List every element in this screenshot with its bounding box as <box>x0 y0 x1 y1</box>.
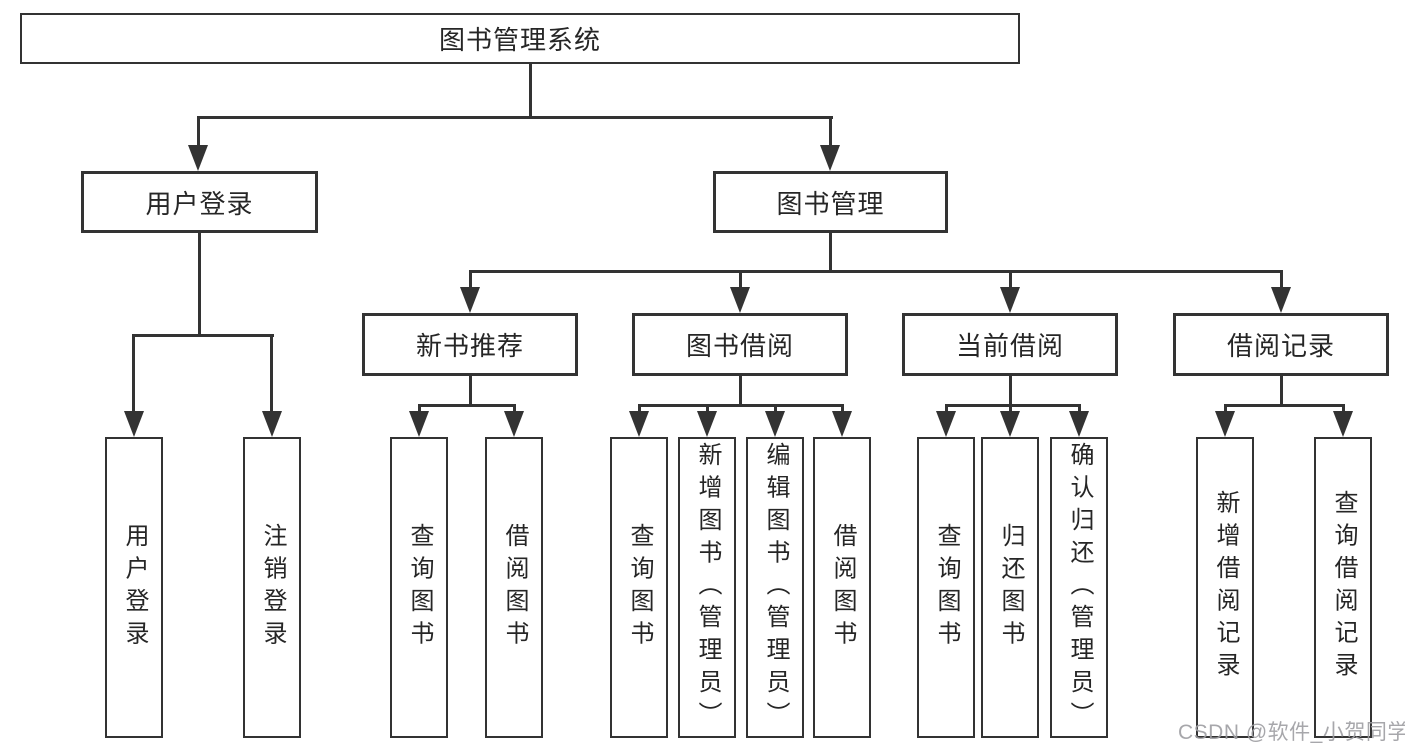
leaf-return-books: 归还图书 <box>981 437 1039 738</box>
connector-vline <box>197 116 200 148</box>
connector-hline <box>1224 404 1345 407</box>
connector-vline <box>418 404 421 414</box>
arrowhead-down <box>409 411 429 437</box>
leaf-label: 确认归还（管理员） <box>1066 441 1093 734</box>
arrowhead-down <box>504 411 524 437</box>
arrowhead-down <box>1271 287 1291 313</box>
connector-vline <box>1078 404 1081 414</box>
connector-vline <box>945 404 948 414</box>
arrowhead-down <box>124 411 144 437</box>
leaf-label: 借阅图书 <box>501 522 528 653</box>
arrowhead-down <box>1069 411 1089 437</box>
node-label: 新书推荐 <box>415 331 524 361</box>
connector-vline <box>1009 376 1012 406</box>
node-label: 借阅记录 <box>1226 331 1335 361</box>
leaf-borrowing-borrow-books: 借阅图书 <box>813 437 871 738</box>
leaf-label: 归还图书 <box>997 522 1024 653</box>
leaf-add-books-admin: 新增图书（管理员） <box>678 437 736 738</box>
connector-vline <box>829 233 832 272</box>
connector-hline <box>469 270 1282 273</box>
node-root: 图书管理系统 <box>20 13 1020 64</box>
node-label: 当前借阅 <box>955 331 1064 361</box>
connector-vline <box>841 404 844 414</box>
leaf-label: 查询借阅记录 <box>1330 490 1357 685</box>
leaf-label: 新增借阅记录 <box>1212 490 1239 685</box>
connector-vline <box>132 334 135 414</box>
arrowhead-down <box>262 411 282 437</box>
leaf-label: 新增图书（管理员） <box>694 441 721 734</box>
node-label: 图书管理 <box>776 188 885 219</box>
node-current-borrowing: 当前借阅 <box>902 313 1118 376</box>
connector-vline <box>529 64 532 118</box>
connector-vline <box>739 376 742 406</box>
leaf-label: 注销登录 <box>259 522 286 653</box>
leaf-label: 查询图书 <box>406 522 433 653</box>
arrowhead-down <box>188 145 208 171</box>
connector-hline <box>418 404 516 407</box>
node-label: 图书借阅 <box>685 331 794 361</box>
arrowhead-down <box>936 411 956 437</box>
connector-vline <box>1342 404 1345 414</box>
arrowhead-down <box>765 411 785 437</box>
arrowhead-down <box>1333 411 1353 437</box>
arrowhead-down <box>1000 411 1020 437</box>
leaf-add-borrow-record: 新增借阅记录 <box>1196 437 1254 738</box>
leaf-user-login: 用户登录 <box>105 437 163 738</box>
leaf-label: 查询图书 <box>626 522 653 653</box>
node-book-borrowing: 图书借阅 <box>632 313 848 376</box>
connector-vline <box>829 116 832 148</box>
leaf-edit-books-admin: 编辑图书（管理员） <box>746 437 804 738</box>
connector-vline <box>1224 404 1227 414</box>
connector-vline <box>638 404 641 414</box>
node-borrowing-records: 借阅记录 <box>1173 313 1389 376</box>
leaf-label: 编辑图书（管理员） <box>762 441 789 734</box>
arrowhead-down <box>460 287 480 313</box>
node-label: 用户登录 <box>145 188 254 219</box>
node-book-management: 图书管理 <box>713 171 948 233</box>
leaf-recommend-query-books: 查询图书 <box>390 437 448 738</box>
connector-vline <box>739 270 742 292</box>
connector-vline <box>1280 376 1283 406</box>
connector-vline <box>469 270 472 292</box>
leaf-recommend-borrow-books: 借阅图书 <box>485 437 543 738</box>
connector-vline <box>1009 404 1012 414</box>
arrowhead-down <box>730 287 750 313</box>
leaf-logout: 注销登录 <box>243 437 301 738</box>
connector-vline <box>198 233 201 336</box>
connector-vline <box>469 376 472 406</box>
connector-vline <box>774 404 777 414</box>
node-user-login: 用户登录 <box>81 171 318 233</box>
connector-vline <box>513 404 516 414</box>
connector-hline <box>132 334 274 337</box>
leaf-current-query-books: 查询图书 <box>917 437 975 738</box>
leaf-label: 用户登录 <box>121 522 148 653</box>
leaf-confirm-return-admin: 确认归还（管理员） <box>1050 437 1108 738</box>
connector-hline <box>197 116 833 119</box>
node-new-book-recommendation: 新书推荐 <box>362 313 578 376</box>
arrowhead-down <box>820 145 840 171</box>
connector-vline <box>1280 270 1283 292</box>
arrowhead-down <box>697 411 717 437</box>
arrowhead-down <box>832 411 852 437</box>
leaf-label: 查询图书 <box>933 522 960 653</box>
connector-vline <box>1009 270 1012 292</box>
connector-hline <box>638 404 844 407</box>
arrowhead-down <box>1215 411 1235 437</box>
connector-hline <box>945 404 1081 407</box>
arrowhead-down <box>1000 287 1020 313</box>
leaf-query-borrow-record: 查询借阅记录 <box>1314 437 1372 738</box>
node-label: 图书管理系统 <box>438 25 601 55</box>
connector-vline <box>706 404 709 414</box>
leaf-label: 借阅图书 <box>829 522 856 653</box>
watermark-text: CSDN @软件_小贺同学 <box>1178 721 1405 744</box>
arrowhead-down <box>629 411 649 437</box>
connector-vline <box>270 334 273 414</box>
leaf-borrowing-query-books: 查询图书 <box>610 437 668 738</box>
